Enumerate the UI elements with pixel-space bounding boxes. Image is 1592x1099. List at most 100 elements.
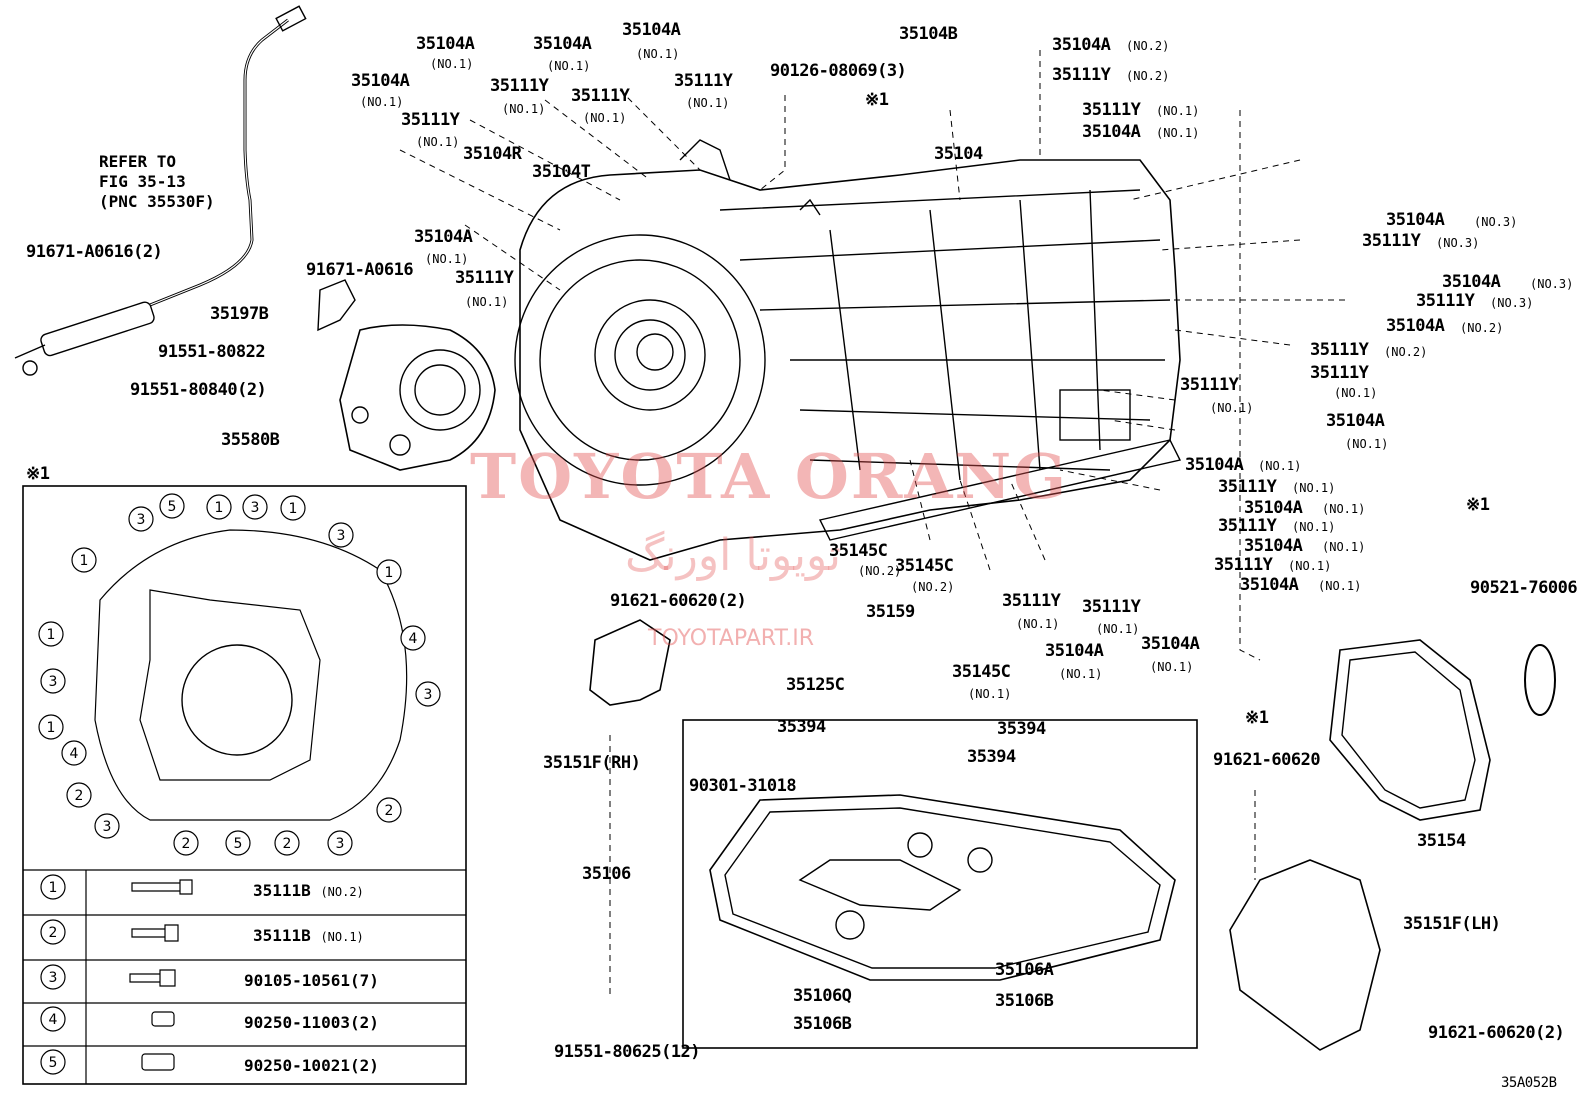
part-label[interactable]: 35104A <box>622 20 681 40</box>
part-label[interactable]: 35104T <box>532 162 591 182</box>
part-sublabel: (NO.1) <box>465 295 509 309</box>
inset-row-part[interactable]: 90250-10021(2) <box>244 1056 379 1075</box>
refer-note[interactable]: REFER TO FIG 35-13 (PNC 35530F) <box>99 152 215 212</box>
part-label[interactable]: 35104A <box>1386 316 1445 336</box>
part-label[interactable]: 35104A <box>1045 641 1104 661</box>
part-label[interactable]: 35159 <box>866 602 915 622</box>
part-label[interactable]: 35104A <box>414 227 473 247</box>
svg-text:1: 1 <box>289 501 298 517</box>
part-label[interactable]: 35104 <box>934 144 983 164</box>
part-label[interactable]: 35111Y <box>401 110 460 130</box>
part-label[interactable]: 91551-80822 <box>158 342 266 362</box>
part-label[interactable]: 35104A <box>416 34 475 54</box>
part-label[interactable]: 35111Y <box>1310 340 1369 360</box>
part-label[interactable]: 91551-80840(2) <box>130 380 267 400</box>
part-label[interactable]: 35104A <box>1082 122 1141 142</box>
part-sublabel: (NO.1) <box>1096 622 1140 636</box>
part-label[interactable]: 35111Y <box>674 71 733 91</box>
extension-housing <box>1329 639 1556 821</box>
part-label[interactable]: 91621-60620 <box>1213 750 1321 770</box>
part-label[interactable]: 35111Y <box>1218 477 1277 497</box>
part-label[interactable]: 35111Y <box>1218 516 1277 536</box>
part-label[interactable]: 35145C <box>829 541 888 561</box>
part-label[interactable]: 35111Y <box>1310 363 1369 383</box>
part-label[interactable]: 90301-31018 <box>689 776 797 796</box>
part-label[interactable]: 35145C <box>952 662 1011 682</box>
inset-row-part[interactable]: 35111B (NO.2) <box>253 881 364 900</box>
part-label[interactable]: 91671-A0616(2) <box>26 242 163 262</box>
part-label[interactable]: 35154 <box>1417 831 1466 851</box>
part-label[interactable]: 35104A <box>1326 411 1385 431</box>
part-label[interactable]: 35106B <box>995 991 1054 1011</box>
part-label[interactable]: 35106A <box>995 960 1054 980</box>
oil-pan-frame <box>682 719 1198 1049</box>
part-sublabel: (NO.1) <box>1288 559 1332 573</box>
part-label[interactable]: 90126-08069(3) <box>770 61 907 81</box>
part-label[interactable]: 35104B <box>899 24 958 44</box>
inset-part-sketches <box>129 879 193 1071</box>
part-sublabel: (NO.1) <box>1334 386 1378 400</box>
part-label[interactable]: 91621-60620(2) <box>610 591 747 611</box>
part-label[interactable]: 91671-A0616 <box>306 260 414 280</box>
inset-row-part[interactable]: 35111B (NO.1) <box>253 926 364 945</box>
mark-label: ※1 <box>1466 495 1490 515</box>
part-sublabel: (NO.1) <box>1322 540 1366 554</box>
part-label[interactable]: 35104A <box>1052 35 1111 55</box>
part-label[interactable]: 91551-80625(12) <box>554 1042 701 1062</box>
part-label[interactable]: 35104A <box>1442 272 1501 292</box>
part-label[interactable]: 35111Y <box>1362 231 1421 251</box>
part-label[interactable]: 35394 <box>777 717 826 737</box>
part-label[interactable]: 35580B <box>221 430 280 450</box>
part-label[interactable]: 35104R <box>463 144 522 164</box>
part-label[interactable]: 35394 <box>997 719 1046 739</box>
part-label[interactable]: 35111Y <box>571 86 630 106</box>
inset-row-part[interactable]: 90250-11003(2) <box>244 1013 379 1032</box>
part-label[interactable]: 35111Y <box>1002 591 1061 611</box>
part-label[interactable]: 35125C <box>786 675 845 695</box>
part-sublabel: (NO.2) <box>858 564 902 578</box>
svg-text:2: 2 <box>75 788 84 804</box>
part-label[interactable]: 35151F(RH) <box>543 753 641 773</box>
svg-text:1: 1 <box>385 565 394 581</box>
part-label[interactable]: 35104A <box>1185 455 1244 475</box>
part-label[interactable]: 35111Y <box>1416 291 1475 311</box>
part-label[interactable]: 35104A <box>1386 210 1445 230</box>
svg-text:5: 5 <box>234 836 243 852</box>
svg-text:1: 1 <box>47 627 56 643</box>
part-label[interactable]: 35111Y <box>455 268 514 288</box>
part-label[interactable]: 35197B <box>210 304 269 324</box>
part-label[interactable]: 35106 <box>582 864 631 884</box>
svg-text:3: 3 <box>251 500 260 516</box>
part-sublabel: (NO.2) <box>1126 69 1170 83</box>
part-label[interactable]: 35145C <box>895 556 954 576</box>
svg-text:2: 2 <box>49 925 58 941</box>
part-label[interactable]: 35106Q <box>793 986 852 1006</box>
oil-pan <box>709 794 1176 981</box>
inset-row-part[interactable]: 90105-10561(7) <box>244 971 379 990</box>
part-label[interactable]: 35104A <box>533 34 592 54</box>
part-label[interactable]: 35104A <box>1244 498 1303 518</box>
part-label[interactable]: 35106B <box>793 1014 852 1034</box>
bracket-35197b <box>317 279 356 332</box>
part-label[interactable]: 35394 <box>967 747 1016 767</box>
part-label[interactable]: 35111Y <box>490 76 549 96</box>
part-label[interactable]: 35111Y <box>1052 65 1111 85</box>
part-label[interactable]: 35151F(LH) <box>1403 914 1501 934</box>
part-label[interactable]: 35111Y <box>1082 100 1141 120</box>
part-label[interactable]: 35104A <box>351 71 410 91</box>
mark-label: ※1 <box>865 90 889 110</box>
part-label[interactable]: 35111Y <box>1214 555 1273 575</box>
part-label[interactable]: 35104A <box>1240 575 1299 595</box>
svg-text:1: 1 <box>215 500 224 516</box>
svg-text:2: 2 <box>385 803 394 819</box>
part-label[interactable]: 35111Y <box>1180 375 1239 395</box>
part-sublabel: (NO.3) <box>1530 277 1574 291</box>
part-label[interactable]: 91621-60620(2) <box>1428 1023 1565 1043</box>
svg-text:1: 1 <box>80 553 89 569</box>
part-label[interactable]: 35104A <box>1244 536 1303 556</box>
cover-rh <box>589 619 671 706</box>
part-label[interactable]: 35111Y <box>1082 597 1141 617</box>
transmission-assembly <box>514 139 1182 561</box>
part-label[interactable]: 35104A <box>1141 634 1200 654</box>
part-label[interactable]: 90521-76006 <box>1470 578 1578 598</box>
